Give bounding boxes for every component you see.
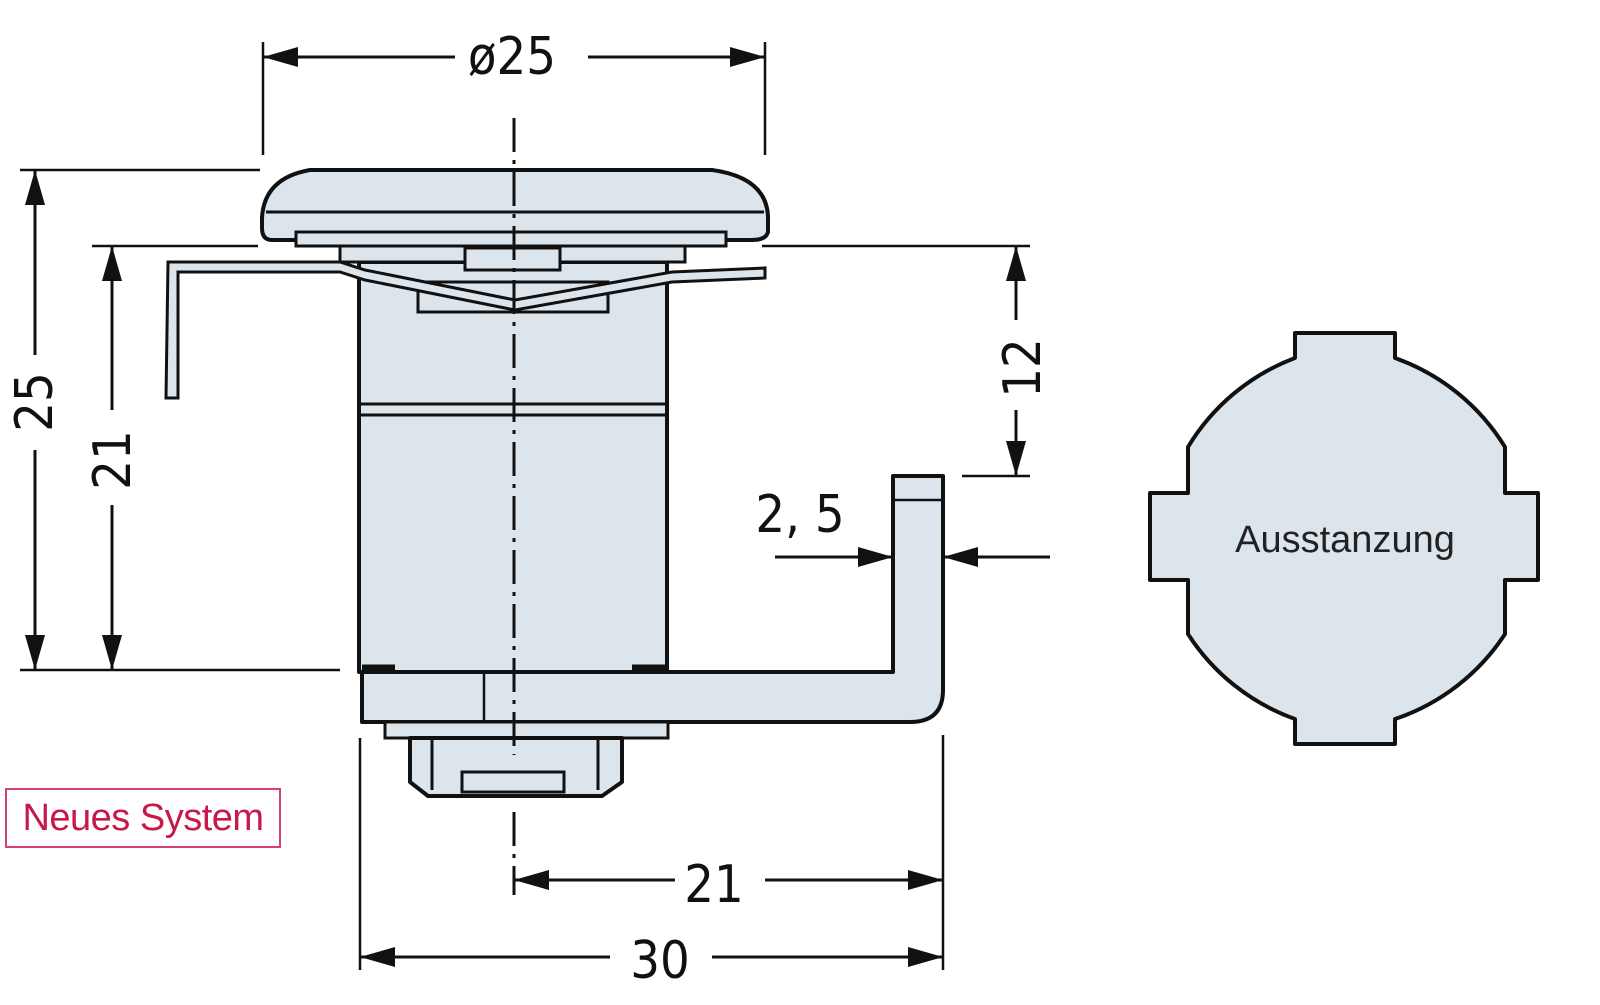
dim-cam-offset: 12 [762,244,1053,478]
dim-overall-width: 30 [358,738,943,991]
spring-clip [164,260,767,400]
label-cam-reach: 21 [684,855,744,915]
dim-cam-thickness: 2, 5 [755,485,1050,567]
label-cutout: Ausstanzung [1235,519,1455,561]
system-badge: Neues System [5,788,281,848]
dim-top-diameter: ø25 [261,27,767,155]
dim-overall-height: 25 [5,168,340,672]
cam-lock-side-view [164,168,945,798]
label-overall-height: 25 [5,372,65,432]
label-overall-width: 30 [630,931,690,991]
dim-cam-reach: 21 [514,735,945,970]
thread-nut [383,720,670,740]
label-body-height: 21 [83,430,143,490]
label-top-diameter: ø25 [468,27,556,87]
cutout-shape: Ausstanzung [1148,331,1540,746]
dim-body-height: 21 [83,244,258,670]
label-cam-thickness: 2, 5 [755,485,844,545]
label-cam-offset: 12 [993,338,1053,398]
cutout-outline [1148,331,1540,746]
